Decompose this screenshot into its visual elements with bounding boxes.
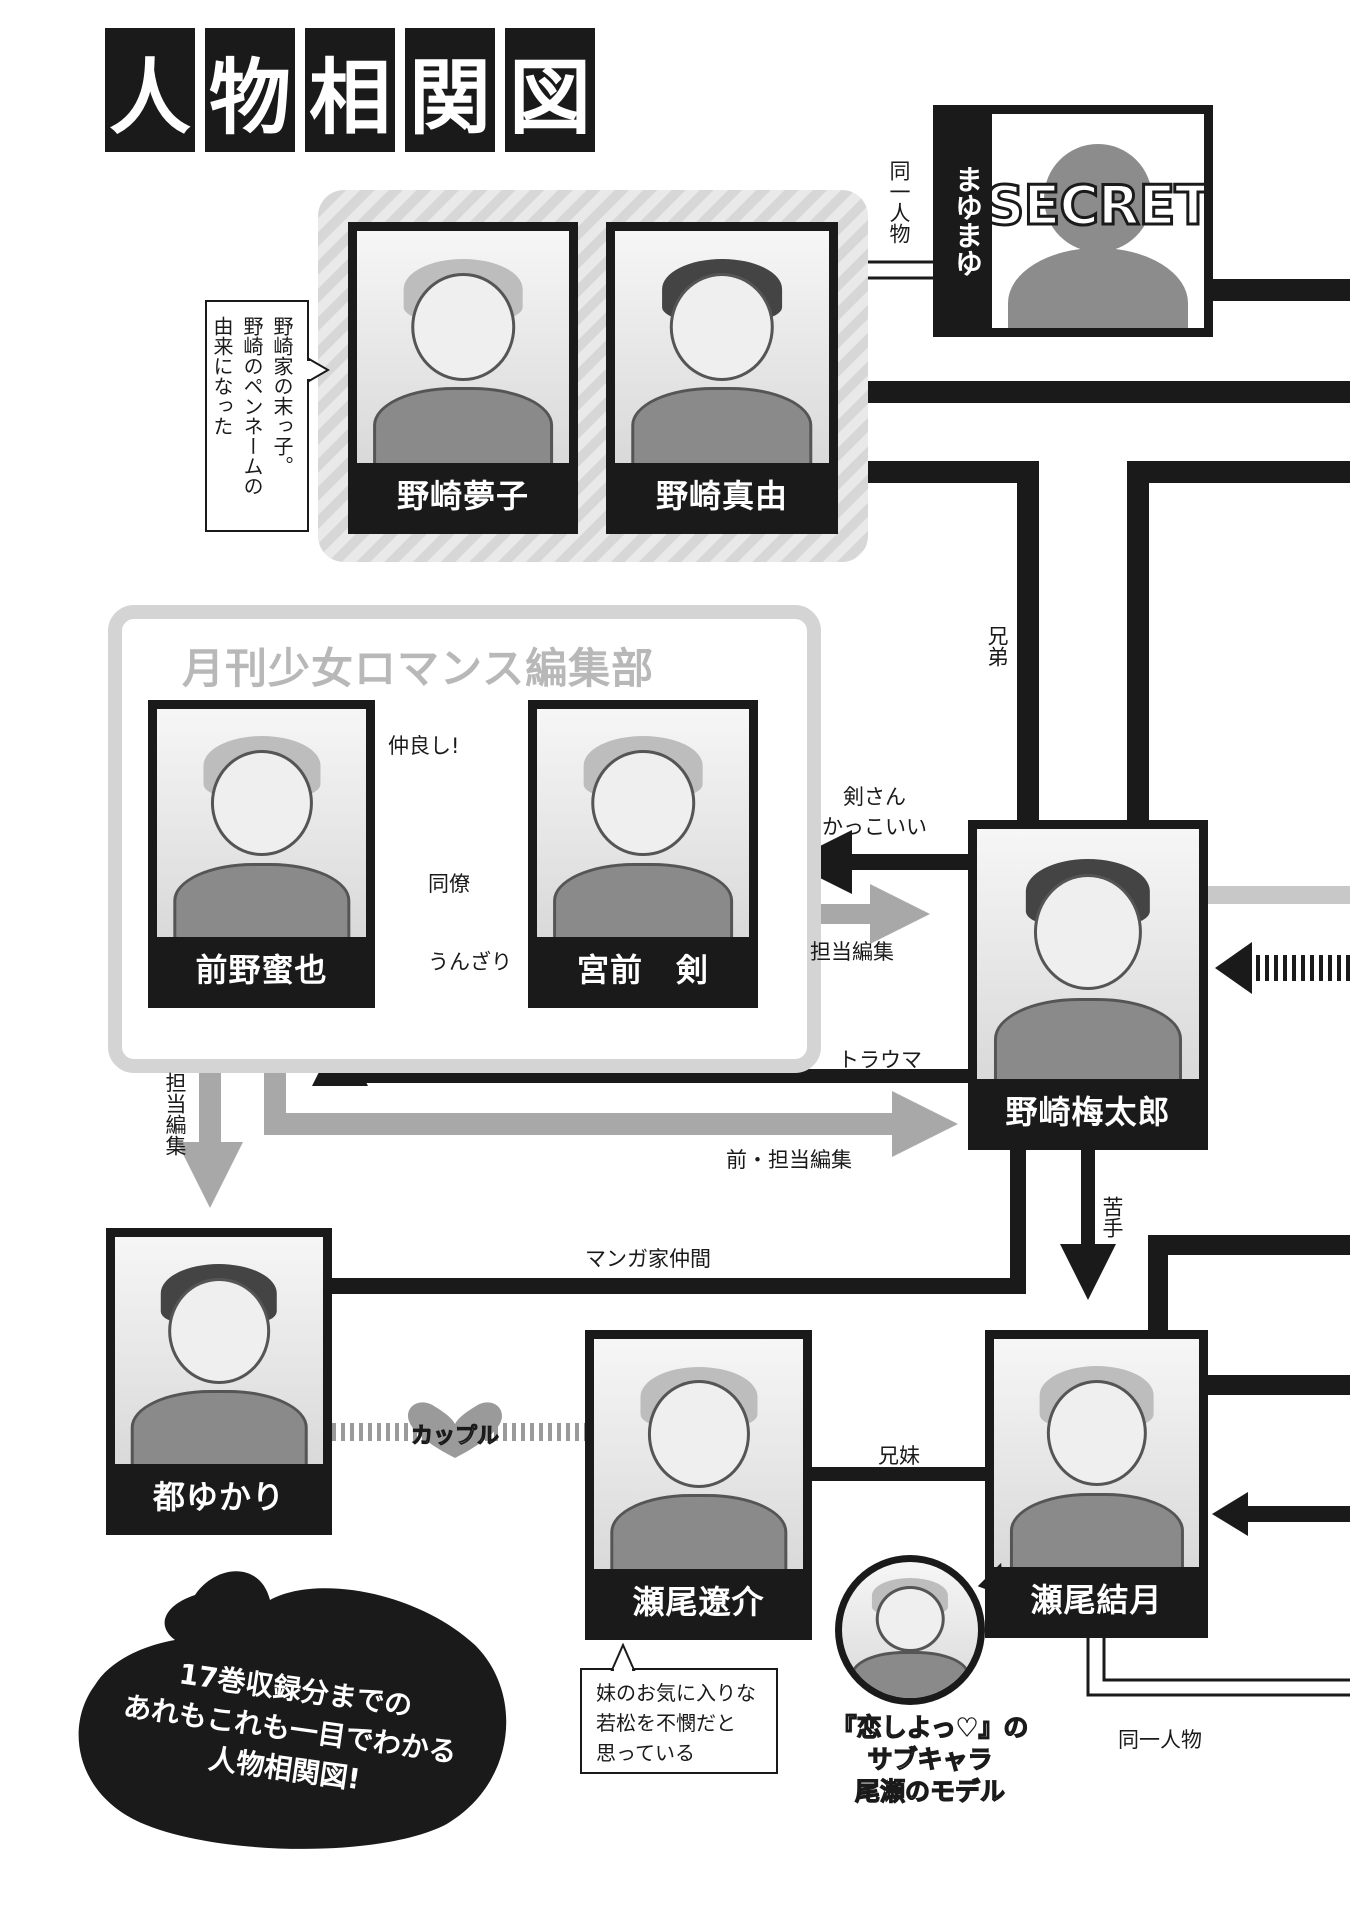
name-yumeko: 野崎夢子 — [396, 477, 529, 515]
heart-icon — [408, 1402, 502, 1458]
note-ryousuke-line: 若松を不憫だと — [596, 1711, 736, 1735]
secret-word: SECRET — [992, 173, 1204, 239]
cameo-caption: 『恋しよっ♥』の サブキャラ 尾瀬のモデル — [830, 1712, 1030, 1808]
card-yuzuki[interactable]: 瀬尾結月 — [985, 1330, 1208, 1638]
title-char: 図 — [505, 28, 595, 152]
secret-tag: まゆまゆ — [951, 165, 984, 277]
label-ken-cool: 剣さん かっこいい — [822, 782, 927, 842]
label-ken-cool-line: かっこいい — [822, 815, 927, 839]
label-former-editor: 前・担当編集 — [726, 1148, 852, 1172]
label-trauma: トラウマ — [838, 1048, 922, 1072]
line-manga-peers — [330, 1140, 1026, 1294]
speech-bubble-icon — [78, 1571, 507, 1849]
name-mayu: 野崎真由 — [655, 477, 788, 515]
note-ryousuke-line: 妹のお気に入りな — [596, 1681, 756, 1705]
card-mayu[interactable]: 野崎真由 — [606, 222, 838, 534]
name-yuzuki: 瀬尾結月 — [1030, 1581, 1163, 1619]
note-ryousuke: 妹のお気に入りな 若松を不憫だと 思っている — [580, 1668, 778, 1774]
note-ryousuke-line: 思っている — [596, 1741, 695, 1765]
label-weak-against: 苦手 — [1100, 1196, 1124, 1238]
portrait-umetaro — [977, 829, 1199, 1079]
label-siblings: 兄妹 — [878, 1444, 920, 1468]
name-mitsuya: 前野蜜也 — [195, 951, 328, 989]
card-ryousuke[interactable]: 瀬尾遼介 — [585, 1330, 812, 1640]
label-same-person-top: 同一人物 — [887, 160, 911, 244]
label-editor-vertical: 担当編集 — [163, 1072, 187, 1156]
cameo-portrait — [835, 1555, 985, 1705]
name-umetaro: 野崎梅太郎 — [1005, 1093, 1171, 1131]
label-couple: カップル — [410, 1424, 499, 1450]
portrait-mayu — [615, 231, 829, 463]
label-manga-peers: マンガ家仲間 — [585, 1247, 711, 1271]
note-yumeko-line: 由来になった — [210, 316, 234, 436]
portrait-mitsuya — [157, 709, 366, 937]
line-umetaro-right — [1127, 461, 1350, 828]
card-ken[interactable]: 宮前 剣 — [528, 700, 758, 1008]
note-yumeko-pointer — [306, 357, 330, 383]
arrowhead-umetaro-right — [1215, 942, 1252, 994]
label-colleagues: 同僚 — [428, 872, 470, 896]
portrait-ryousuke — [594, 1339, 803, 1569]
note-ryousuke-pointer — [610, 1643, 636, 1671]
card-mitsuya[interactable]: 前野蜜也 — [148, 700, 375, 1008]
label-same-person-bottom: 同一人物 — [1118, 1728, 1202, 1752]
label-editor: 担当編集 — [810, 940, 894, 964]
card-yumeko[interactable]: 野崎夢子 — [348, 222, 578, 534]
secret-silhouette: SECRET — [992, 114, 1204, 328]
name-ryousuke: 瀬尾遼介 — [632, 1583, 765, 1621]
name-ken: 宮前 剣 — [576, 951, 709, 989]
line-yuzuki-right-top — [1148, 1235, 1350, 1330]
line-same-person-bottom-a — [1086, 1638, 1350, 1697]
name-yukari: 都ゆかり — [152, 1478, 285, 1516]
line-brothers — [838, 461, 1039, 828]
portrait-yukari — [115, 1237, 323, 1464]
portrait-ken — [537, 709, 749, 937]
cameo-caption-line: 『恋しよっ♥』の — [831, 1712, 1029, 1742]
cameo-caption-line: 尾瀬のモデル — [854, 1776, 1005, 1806]
page-title: 人 物 相 関 図 — [105, 28, 595, 152]
card-yukari[interactable]: 都ゆかり — [106, 1228, 332, 1535]
title-char: 人 — [105, 28, 195, 152]
card-umetaro[interactable]: 野崎梅太郎 — [968, 820, 1208, 1150]
title-char: 相 — [305, 28, 395, 152]
note-yumeko: 野崎家の末っ子。 野崎のペンネームの 由来になった — [205, 300, 309, 532]
label-brothers: 兄弟 — [985, 625, 1009, 667]
arrowhead-yuzuki-right — [1212, 1492, 1248, 1536]
label-best-friends: 仲良し! — [388, 734, 460, 758]
label-ken-cool-line: 剣さん — [843, 785, 906, 809]
editorial-group-label: 月刊少女ロマンス編集部 — [182, 644, 655, 693]
label-fed-up: うんざり — [428, 950, 512, 974]
portrait-yumeko — [357, 231, 569, 463]
title-char: 物 — [205, 28, 295, 152]
title-char: 関 — [405, 28, 495, 152]
note-yumeko-line: 野崎のペンネームの — [240, 316, 264, 496]
card-secret[interactable]: まゆまゆ SECRET — [933, 105, 1213, 337]
cameo-caption-line: サブキャラ — [867, 1744, 993, 1774]
couple-heart: カップル — [400, 1400, 510, 1460]
line-same-person-bottom-b — [1102, 1638, 1350, 1682]
note-yumeko-line: 野崎家の末っ子。 — [270, 316, 294, 476]
promo-bubble: 17巻収録分までの あれもこれも一目でわかる 人物相関図! — [55, 1555, 525, 1855]
portrait-yuzuki — [994, 1339, 1199, 1567]
